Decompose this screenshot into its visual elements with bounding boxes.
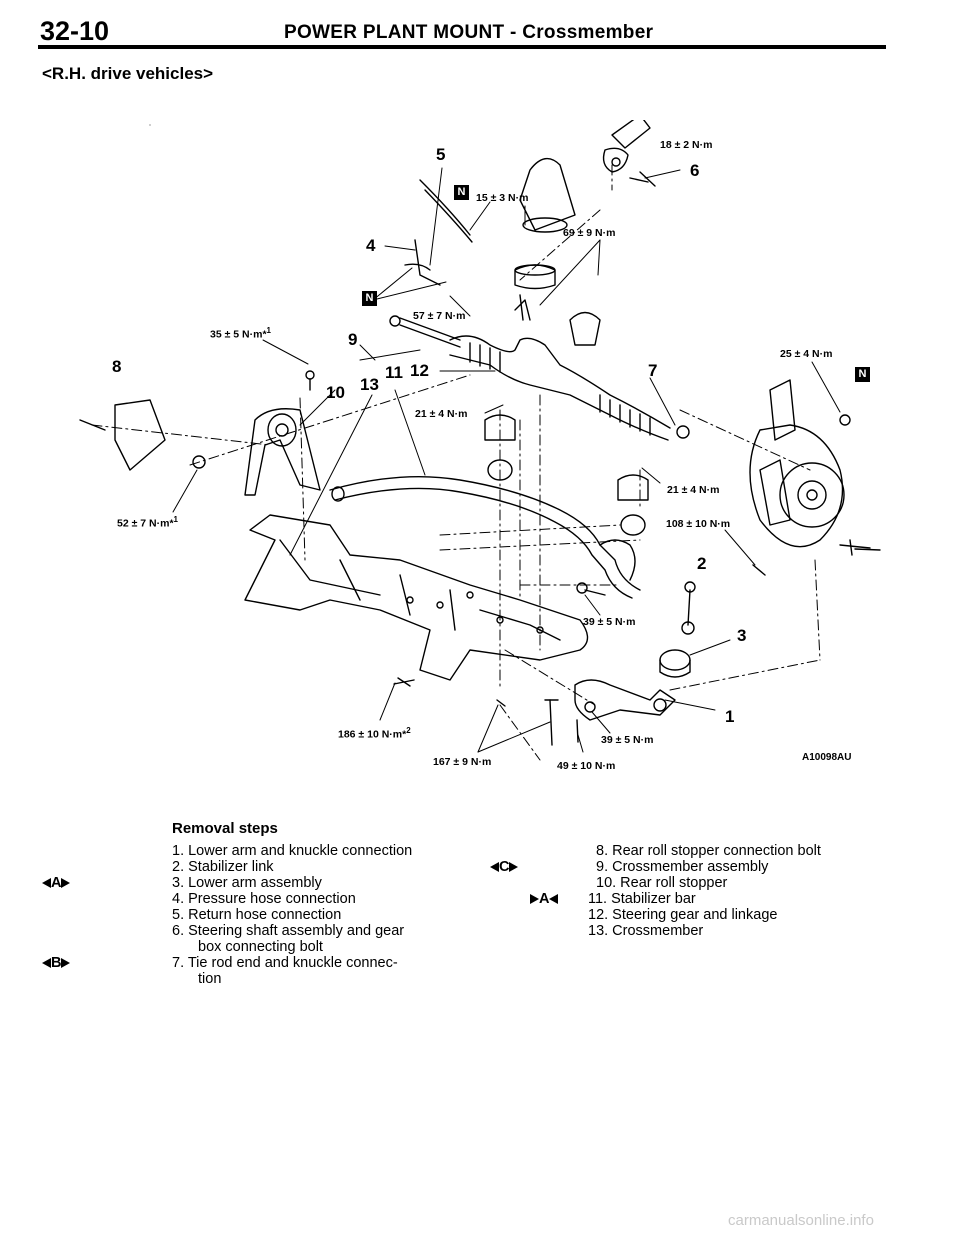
crossmember (244, 514, 589, 681)
torque-label: 167 ± 9 N·m (433, 756, 492, 768)
callout-2: 2 (697, 554, 707, 573)
bolts (393, 548, 881, 746)
torque-label: 186 ± 10 N·m*2 (338, 726, 411, 741)
callout-8: 8 (112, 357, 122, 376)
torque-label: 21 ± 4 N·m (415, 408, 468, 420)
figure-code: A10098AU (802, 752, 852, 763)
steering-shaft (602, 120, 656, 187)
torque-label: 49 ± 10 N·m (557, 760, 616, 772)
crossmember-exploded-diagram (79, 120, 881, 761)
page-title: POWER PLANT MOUNT - Crossmember (284, 22, 654, 43)
torque-label: 108 ± 10 N·m (666, 518, 731, 530)
dust-boot (514, 157, 576, 290)
callout-6: 6 (690, 161, 700, 180)
subheading: <R.H. drive vehicles> (42, 64, 214, 83)
callout-3: 3 (737, 626, 747, 645)
leader-lines (149, 124, 841, 753)
knuckle-hub (749, 379, 871, 556)
callout-5: 5 (436, 145, 446, 164)
rear-roll-stopper (79, 370, 321, 496)
stabilizer-link (576, 581, 696, 635)
torque-label: 69 ± 9 N·m (563, 227, 616, 239)
torque-label: 57 ± 7 N·m (413, 310, 466, 322)
service-point-mark: B (42, 955, 71, 971)
service-point-mark: A (42, 875, 71, 891)
header-rule (38, 45, 886, 49)
torque-label: 35 ± 5 N·m*1 (210, 326, 271, 341)
removal-steps-heading: Removal steps (172, 820, 278, 837)
torque-label: 39 ± 5 N·m (583, 616, 636, 628)
new-part-badge: N (362, 291, 377, 306)
hoses (404, 179, 473, 286)
service-point-mark: A (530, 891, 559, 907)
torque-label: 52 ± 7 N·m*1 (117, 515, 178, 530)
watermark: carmanualsonline.info (728, 1212, 874, 1229)
steering-gear (389, 294, 690, 441)
callout-9: 9 (348, 330, 358, 349)
callout-4: 4 (366, 236, 376, 255)
torque-label: 15 ± 3 N·m (476, 192, 529, 204)
alignment-lines (91, 164, 821, 761)
torque-label: 25 ± 4 N·m (780, 348, 833, 360)
callout-10: 10 (326, 383, 345, 402)
service-point-mark: C (490, 859, 519, 875)
stabilizer-bar (329, 414, 649, 599)
callout-7: 7 (648, 361, 658, 380)
callout-13: 13 (360, 375, 379, 394)
lower-arm (574, 649, 691, 721)
new-part-badge: N (454, 185, 469, 200)
callout-11: 11 (385, 363, 403, 382)
new-part-badge: N (855, 367, 870, 382)
torque-label: 39 ± 5 N·m (601, 734, 654, 746)
torque-label: 18 ± 2 N·m (660, 139, 713, 151)
callout-1: 1 (725, 707, 735, 726)
page-number: 32-10 (40, 16, 110, 46)
callout-12: 12 (410, 361, 429, 380)
torque-label: 21 ± 4 N·m (667, 484, 720, 496)
